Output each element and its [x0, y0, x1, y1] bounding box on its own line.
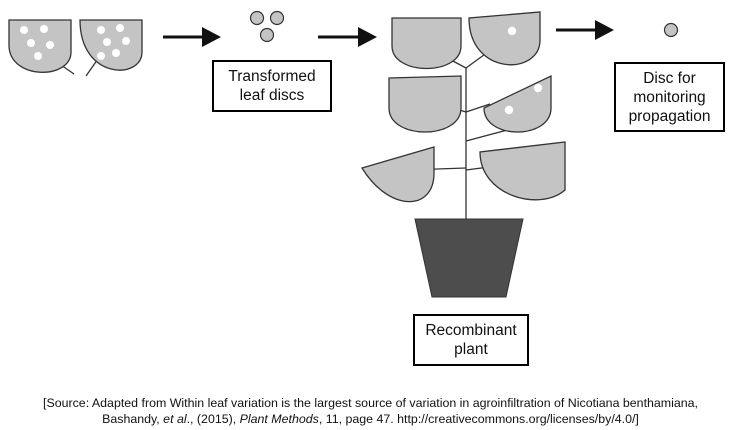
- leaf-disc: [249, 10, 265, 26]
- leaf-disc: [269, 10, 285, 26]
- label-line: propagation: [628, 107, 711, 125]
- plant-leaf: [388, 75, 462, 133]
- label-line: leaf discs: [239, 87, 305, 104]
- citation-journal: Plant Methods: [239, 412, 319, 426]
- plant-leaf: [479, 141, 566, 201]
- plant-leaf: [361, 146, 435, 203]
- arrow-3: [556, 20, 614, 40]
- label-monitoring-disc: Disc for monitoring propagation: [614, 62, 725, 132]
- transformed-spots: [20, 24, 130, 60]
- transformed-spots: [504, 26, 543, 115]
- label-recombinant-plant: Recombinant plant: [413, 314, 529, 366]
- leaf-discs: [249, 10, 285, 43]
- source-leaf-left: [8, 19, 72, 73]
- source-citation: [Source: Adapted from Within leaf variat…: [0, 395, 741, 427]
- citation-year: ., (2015),: [186, 412, 240, 426]
- plant-pot: [414, 218, 524, 298]
- label-line: monitoring: [633, 88, 706, 106]
- source-leaf-right: [79, 19, 143, 71]
- label-line: Transformed: [228, 68, 316, 85]
- label-transformed-leaf-discs: Transformed leaf discs: [212, 60, 332, 112]
- source-leaves: [8, 19, 143, 77]
- label-line: Disc for: [643, 69, 696, 87]
- plant-leaf: [391, 17, 462, 70]
- citation-details: , 11, page 47. http://creativecommons.or…: [318, 412, 639, 426]
- arrow-2: [318, 27, 377, 47]
- citation-etal: et al: [163, 412, 187, 426]
- leaf-disc: [259, 27, 275, 43]
- citation-line-2: Bashandy, et al., (2015), Plant Methods,…: [0, 411, 741, 427]
- plant-leaf: [468, 11, 541, 66]
- monitoring-disc: [663, 22, 679, 38]
- arrow-1: [163, 27, 221, 47]
- recombinant-plant: [361, 11, 566, 298]
- citation-authors: Bashandy,: [102, 412, 164, 426]
- label-line: Recombinant: [425, 322, 517, 339]
- citation-line-1: [Source: Adapted from Within leaf variat…: [43, 396, 698, 410]
- label-line: plant: [454, 341, 488, 358]
- plant-leaf: [483, 74, 552, 133]
